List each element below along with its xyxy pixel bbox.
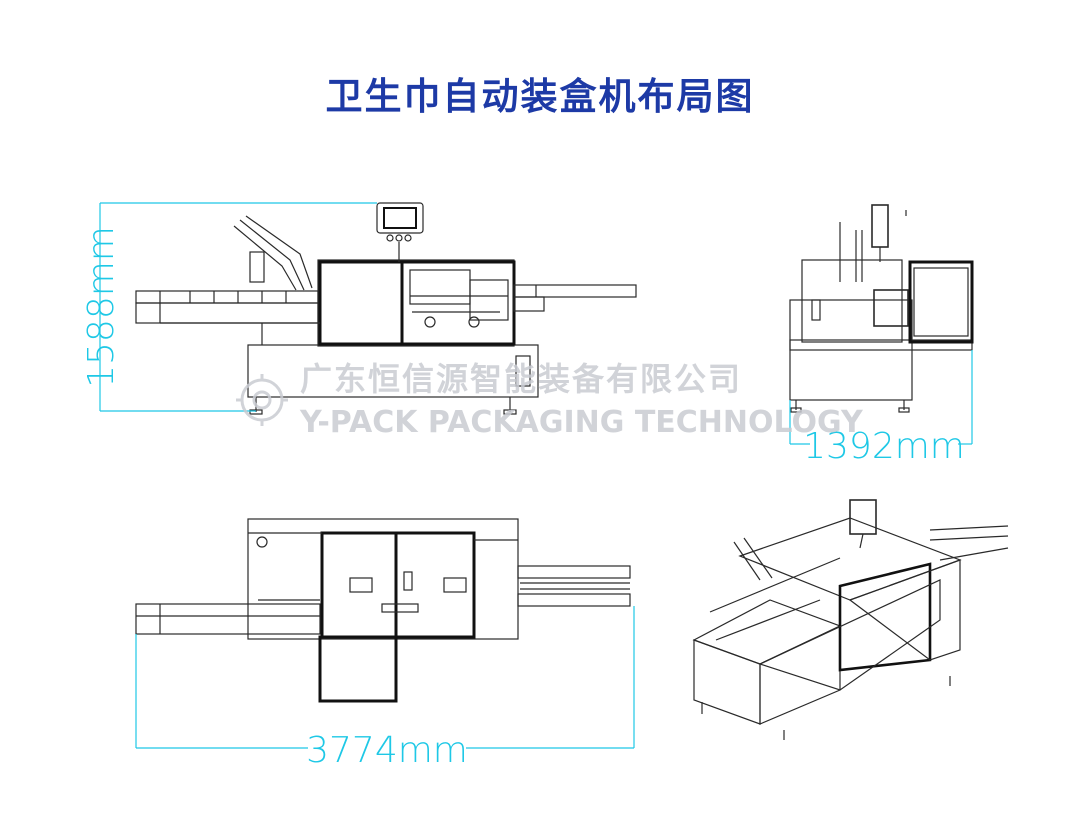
isometric-view: [692, 499, 1009, 740]
gear-logo-icon: [236, 374, 288, 426]
side-view: [789, 204, 974, 413]
page-title: 卫生巾自动装盒机布局图: [325, 75, 755, 118]
watermark-company-cn: 广东恒信源智能装备有限公司: [300, 360, 742, 398]
watermark-company-en: Y-PACK PACKAGING TECHNOLOGY: [299, 405, 864, 440]
top-view: [135, 518, 631, 703]
height-dimension-label: 1588mm: [81, 226, 122, 388]
front-view: [135, 202, 637, 415]
width-dimension-label: 1392mm: [803, 426, 965, 467]
watermark: 广东恒信源智能装备有限公司 Y-PACK PACKAGING TECHNOLOG…: [236, 360, 864, 440]
length-dimension-label: 3774mm: [306, 730, 468, 771]
dimension-lines: [99, 202, 973, 749]
